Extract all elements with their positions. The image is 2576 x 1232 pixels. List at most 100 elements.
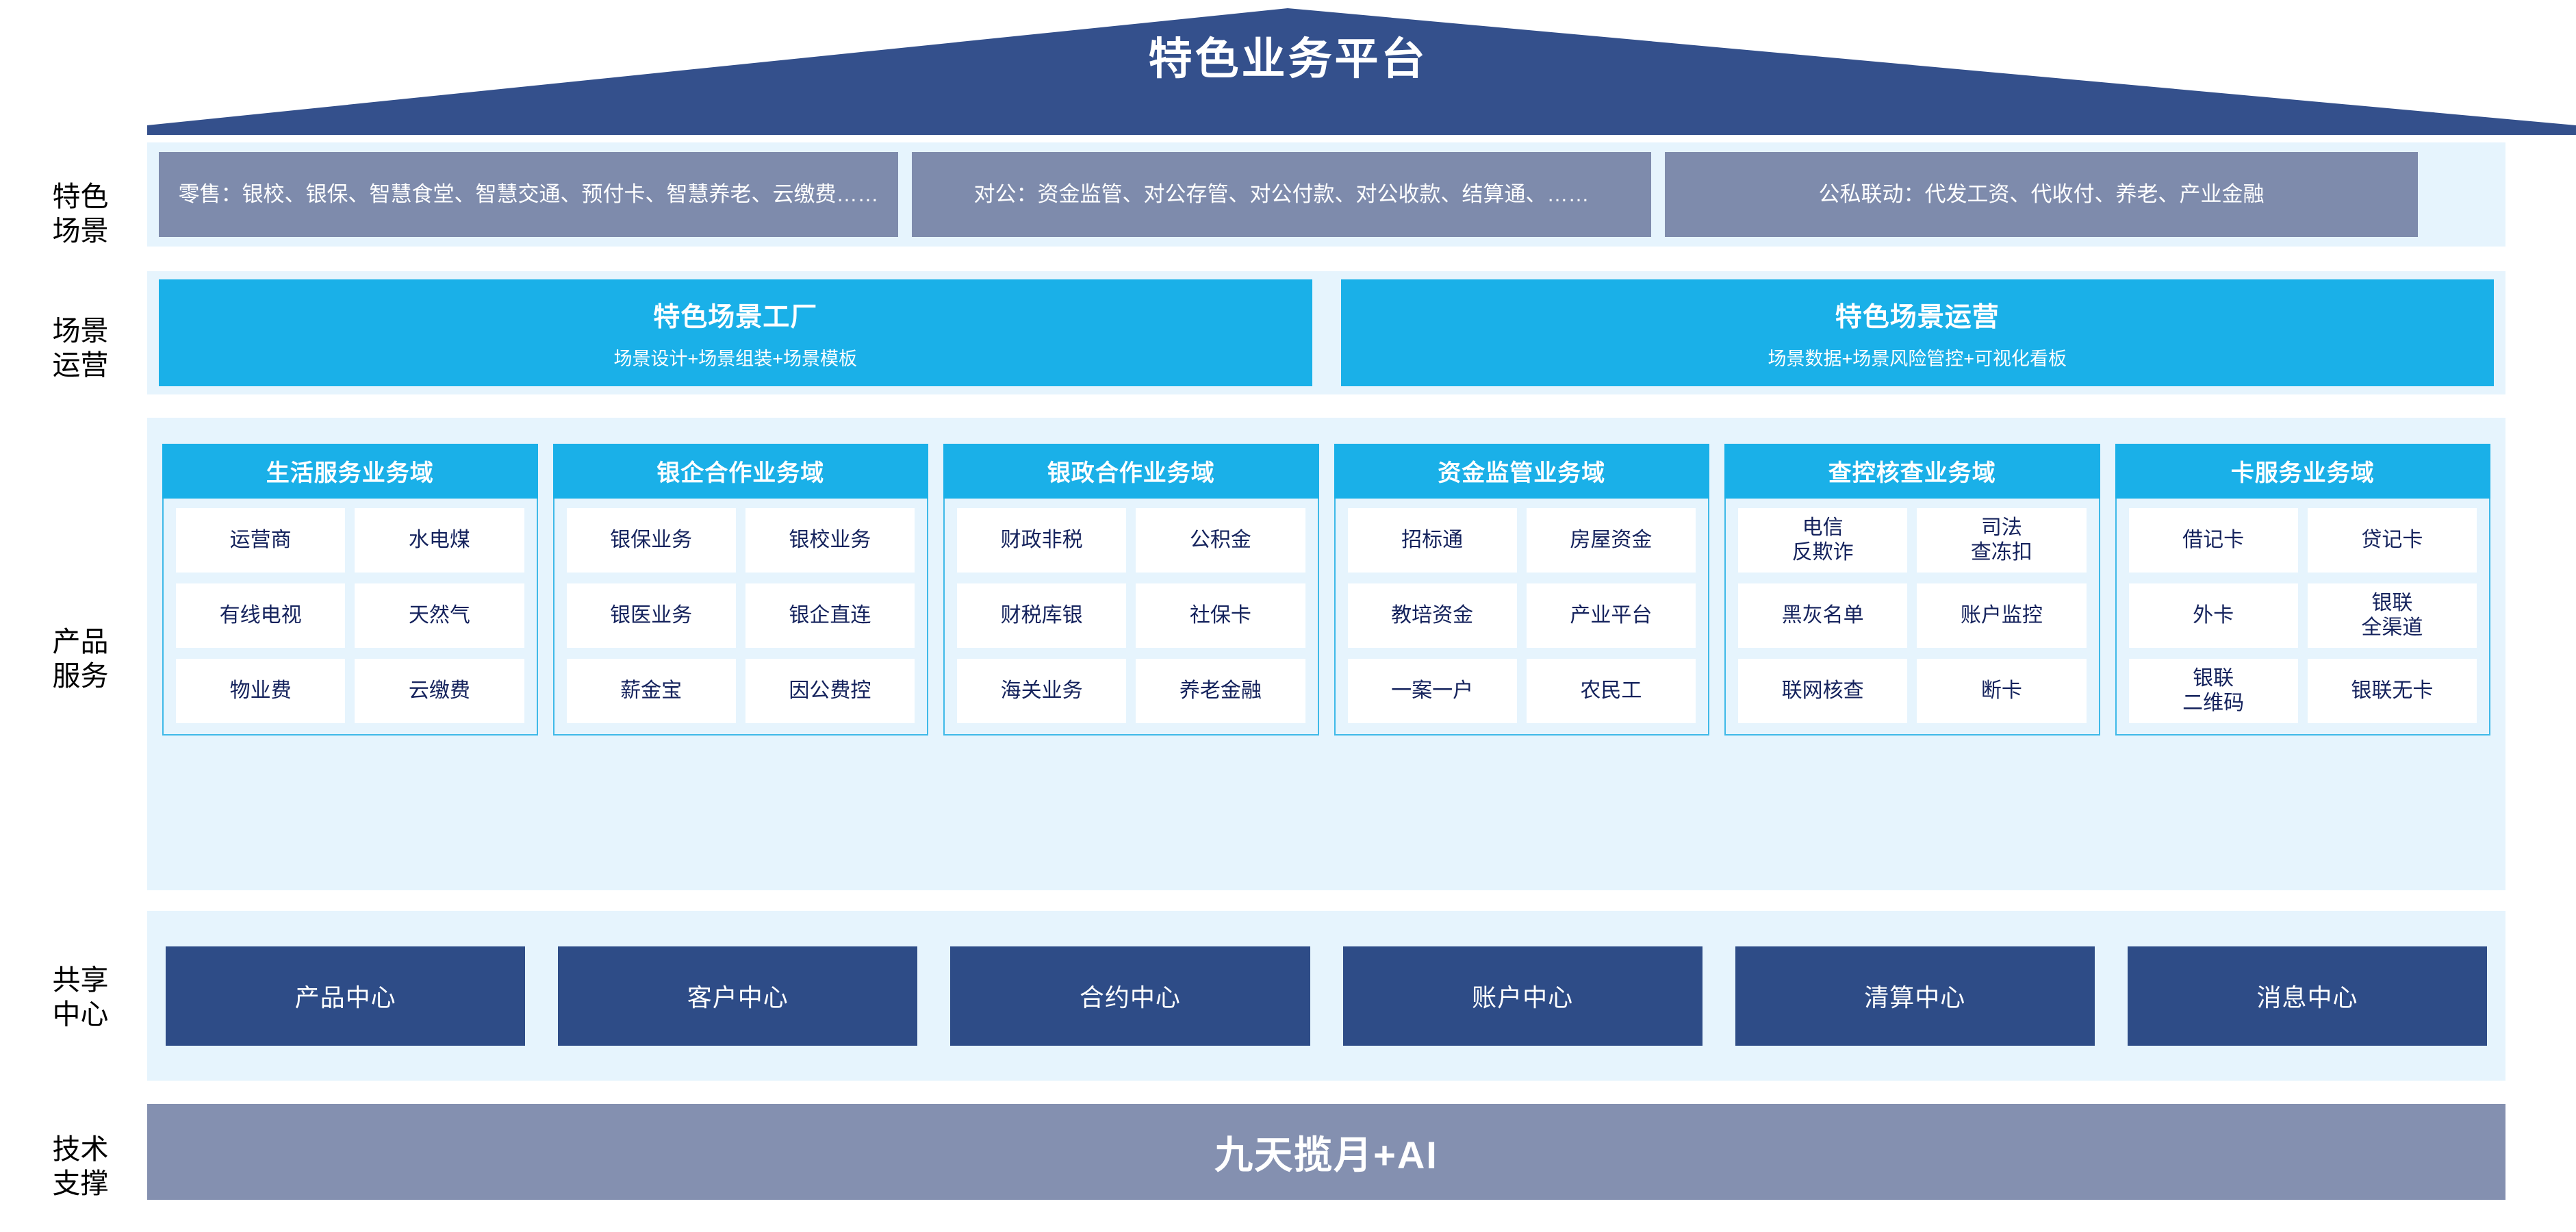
operation-ops-title: 特色场景运营 xyxy=(1835,302,2000,332)
domain-tile[interactable]: 电信 反欺诈 xyxy=(1738,508,1908,573)
domain-card[interactable]: 查控核查业务域电信 反欺诈司法 查冻扣黑灰名单账户监控联网核查断卡 xyxy=(1724,444,2100,736)
operation-factory-subtitle: 场景设计+场景组装+场景模板 xyxy=(613,348,858,369)
row-label-scene: 特色 场景 xyxy=(52,181,109,247)
domain-tile[interactable]: 银联 全渠道 xyxy=(2307,583,2477,648)
domain-tile[interactable]: 联网核查 xyxy=(1738,659,1908,723)
domain-tile[interactable]: 房屋资金 xyxy=(1526,508,1696,573)
domain-card-body: 银保业务银校业务银医业务银企直连薪金宝因公费控 xyxy=(552,499,928,736)
domain-tile[interactable]: 海关业务 xyxy=(957,659,1127,723)
domain-tile[interactable]: 水电煤 xyxy=(355,508,524,573)
domain-tile[interactable]: 借记卡 xyxy=(2128,508,2298,573)
domain-card[interactable]: 资金监管业务域招标通房屋资金教培资金产业平台一案一户农民工 xyxy=(1334,444,1709,736)
domain-tile-row: 薪金宝因公费控 xyxy=(566,659,915,723)
domain-tile[interactable]: 社保卡 xyxy=(1136,583,1305,648)
tech-support-title: 九天揽月+AI xyxy=(1214,1133,1438,1177)
shared-center-box[interactable]: 消息中心 xyxy=(2127,946,2488,1046)
domain-card-body: 招标通房屋资金教培资金产业平台一案一户农民工 xyxy=(1334,499,1709,736)
domain-tile[interactable]: 物业费 xyxy=(176,659,346,723)
domain-tile-row: 财政非税公积金 xyxy=(957,508,1305,573)
shared-center-box[interactable]: 客户中心 xyxy=(558,946,918,1046)
domain-tile[interactable]: 财政非税 xyxy=(957,508,1127,573)
domain-tile[interactable]: 产业平台 xyxy=(1526,583,1696,648)
domain-tile[interactable]: 薪金宝 xyxy=(566,659,736,723)
domain-tile-row: 联网核查断卡 xyxy=(1738,659,2087,723)
domain-card[interactable]: 银政合作业务域财政非税公积金财税库银社保卡海关业务养老金融 xyxy=(943,444,1319,736)
domain-card-title: 生活服务业务域 xyxy=(162,444,538,499)
tech-support-band: 九天揽月+AI xyxy=(147,1104,2505,1200)
domain-tile[interactable]: 银联 二维码 xyxy=(2128,659,2298,723)
domain-tile-row: 外卡银联 全渠道 xyxy=(2128,583,2477,648)
domain-tile[interactable]: 断卡 xyxy=(1917,659,2087,723)
domain-tile[interactable]: 农民工 xyxy=(1526,659,1696,723)
domain-tile-row: 银医业务银企直连 xyxy=(566,583,915,648)
domain-tile[interactable]: 黑灰名单 xyxy=(1738,583,1908,648)
domain-tile[interactable]: 有线电视 xyxy=(176,583,346,648)
domain-card[interactable]: 银企合作业务域银保业务银校业务银医业务银企直连薪金宝因公费控 xyxy=(552,444,928,736)
domain-tile[interactable]: 财税库银 xyxy=(957,583,1127,648)
domain-card-body: 借记卡贷记卡外卡银联 全渠道银联 二维码银联无卡 xyxy=(2115,499,2490,736)
domain-tile-row: 招标通房屋资金 xyxy=(1347,508,1696,573)
domain-tile-row: 教培资金产业平台 xyxy=(1347,583,1696,648)
domain-tile[interactable]: 一案一户 xyxy=(1347,659,1517,723)
shared-center-box[interactable]: 合约中心 xyxy=(950,946,1310,1046)
domain-card-title: 银企合作业务域 xyxy=(552,444,928,499)
domain-card[interactable]: 生活服务业务域运营商水电煤有线电视天然气物业费云缴费 xyxy=(162,444,538,736)
domain-card-body: 财政非税公积金财税库银社保卡海关业务养老金融 xyxy=(943,499,1319,736)
domain-tile[interactable]: 运营商 xyxy=(176,508,346,573)
domain-tile[interactable]: 外卡 xyxy=(2128,583,2298,648)
domain-tile[interactable]: 银保业务 xyxy=(566,508,736,573)
domain-tile[interactable]: 公积金 xyxy=(1136,508,1305,573)
row-label-product: 产品 服务 xyxy=(52,626,109,692)
operation-ops-subtitle: 场景数据+场景风险管控+可视化看板 xyxy=(1768,348,2067,369)
domain-tile[interactable]: 银校业务 xyxy=(745,508,915,573)
domain-card-body: 运营商水电煤有线电视天然气物业费云缴费 xyxy=(162,499,538,736)
domain-tile-row: 运营商水电煤 xyxy=(176,508,524,573)
scenario-box-corporate[interactable]: 对公：资金监管、对公存管、对公付款、对公收款、结算通、…… xyxy=(912,152,1651,237)
domain-tile-row: 财税库银社保卡 xyxy=(957,583,1305,648)
domain-tile[interactable]: 天然气 xyxy=(355,583,524,648)
domain-tile-row: 黑灰名单账户监控 xyxy=(1738,583,2087,648)
domain-tile[interactable]: 司法 查冻扣 xyxy=(1917,508,2087,573)
shared-center-box[interactable]: 账户中心 xyxy=(1342,946,1703,1046)
domain-tile-row: 借记卡贷记卡 xyxy=(2128,508,2477,573)
domain-tile-row: 一案一户农民工 xyxy=(1347,659,1696,723)
domain-tile[interactable]: 因公费控 xyxy=(745,659,915,723)
shared-center-band: 产品中心客户中心合约中心账户中心清算中心消息中心 xyxy=(147,911,2505,1081)
operation-box-factory[interactable]: 特色场景工厂 场景设计+场景组装+场景模板 xyxy=(159,279,1312,386)
product-services-band: 生活服务业务域运营商水电煤有线电视天然气物业费云缴费银企合作业务域银保业务银校业… xyxy=(147,418,2505,890)
domain-tile[interactable]: 贷记卡 xyxy=(2307,508,2477,573)
row-label-shared: 共享 中心 xyxy=(52,964,109,1031)
domain-tile[interactable]: 银企直连 xyxy=(745,583,915,648)
roof-banner: 特色业务平台 xyxy=(0,0,2576,140)
roof-shape-icon xyxy=(147,8,2576,135)
shared-center-box[interactable]: 清算中心 xyxy=(1735,946,2095,1046)
domain-tile[interactable]: 账户监控 xyxy=(1917,583,2087,648)
domain-tile[interactable]: 云缴费 xyxy=(355,659,524,723)
domain-tile[interactable]: 银医业务 xyxy=(566,583,736,648)
domain-card-title: 卡服务业务域 xyxy=(2115,444,2490,499)
operation-factory-title: 特色场景工厂 xyxy=(653,302,818,332)
scenario-box-retail[interactable]: 零售：银校、银保、智慧食堂、智慧交通、预付卡、智慧养老、云缴费…… xyxy=(159,152,898,237)
domain-tile-row: 银联 二维码银联无卡 xyxy=(2128,659,2477,723)
operation-box-ops[interactable]: 特色场景运营 场景数据+场景风险管控+可视化看板 xyxy=(1340,279,2494,386)
scenario-box-linkage[interactable]: 公私联动：代发工资、代收付、养老、产业金融 xyxy=(1665,152,2418,237)
scenario-band: 零售：银校、银保、智慧食堂、智慧交通、预付卡、智慧养老、云缴费…… 对公：资金监… xyxy=(147,142,2505,247)
domain-tile[interactable]: 招标通 xyxy=(1347,508,1517,573)
domain-card-title: 资金监管业务域 xyxy=(1334,444,1709,499)
row-label-tech: 技术 支撑 xyxy=(52,1133,109,1200)
domain-tile-row: 电信 反欺诈司法 查冻扣 xyxy=(1738,508,2087,573)
domain-tile[interactable]: 教培资金 xyxy=(1347,583,1517,648)
domain-tile[interactable]: 银联无卡 xyxy=(2307,659,2477,723)
domain-tile-row: 银保业务银校业务 xyxy=(566,508,915,573)
domain-tile-row: 有线电视天然气 xyxy=(176,583,524,648)
domain-tile-row: 物业费云缴费 xyxy=(176,659,524,723)
domain-card[interactable]: 卡服务业务域借记卡贷记卡外卡银联 全渠道银联 二维码银联无卡 xyxy=(2115,444,2490,736)
domain-card-title: 查控核查业务域 xyxy=(1724,444,2100,499)
domain-tile[interactable]: 养老金融 xyxy=(1136,659,1305,723)
operation-band: 特色场景工厂 场景设计+场景组装+场景模板 特色场景运营 场景数据+场景风险管控… xyxy=(147,271,2505,394)
page-title: 特色业务平台 xyxy=(1148,34,1428,84)
domain-tile-row: 海关业务养老金融 xyxy=(957,659,1305,723)
shared-center-box[interactable]: 产品中心 xyxy=(166,946,526,1046)
domain-card-title: 银政合作业务域 xyxy=(943,444,1319,499)
